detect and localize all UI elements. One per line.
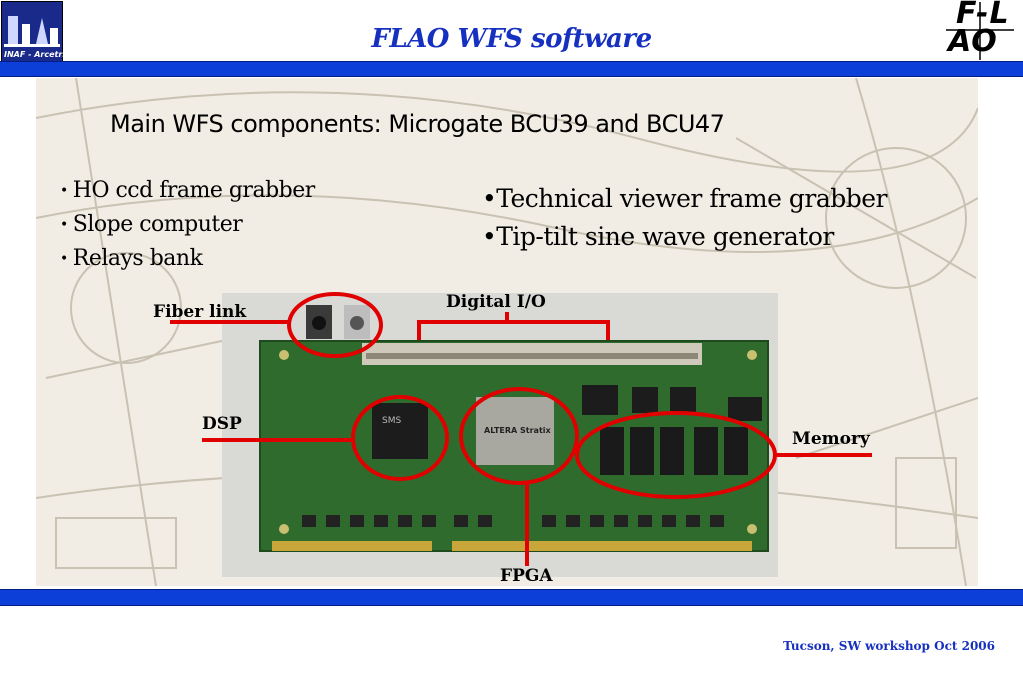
list-item: •Tip-tilt sine wave generator	[482, 222, 834, 251]
footer-bar	[0, 589, 1023, 606]
dsp-chip-mark: SMS	[382, 416, 401, 426]
bullet-dot: •	[60, 183, 68, 199]
memory-label: Memory	[792, 429, 870, 449]
inaf-logo-text: INAF - Arcetri	[4, 50, 66, 59]
digital-io-label: Digital I/O	[446, 292, 546, 312]
list-item: •HO ccd frame grabber	[60, 178, 315, 203]
list-item: •Relays bank	[60, 246, 203, 271]
list-item: •Technical viewer frame grabber	[482, 184, 888, 213]
flao-logo-top: F-L	[956, 0, 1010, 31]
bullet-dot: •	[60, 217, 68, 233]
header-bar	[0, 61, 1023, 77]
dsp-label: DSP	[202, 414, 242, 434]
slide-subtitle: Main WFS components: Microgate BCU39 and…	[110, 110, 725, 138]
bullet-dot: •	[60, 251, 68, 267]
flao-logo: F-L AO	[944, 0, 1016, 62]
fiber-link-label: Fiber link	[153, 302, 247, 322]
flao-logo-bottom: AO	[948, 24, 998, 59]
list-item: •Slope computer	[60, 212, 243, 237]
right-bullet-list: •Technical viewer frame grabber •Tip-til…	[482, 184, 888, 260]
left-bullet-list: •HO ccd frame grabber •Slope computer •R…	[60, 178, 315, 280]
inaf-arcetri-logo: INAF - Arcetri	[1, 1, 66, 63]
bcu-board-photo: SMS ALTERA Stratix	[222, 293, 778, 577]
fpga-label: FPGA	[500, 566, 553, 586]
fpga-chip-mark: ALTERA Stratix	[484, 426, 552, 435]
slide-title: FLAO WFS software	[371, 24, 652, 54]
footer-text: Tucson, SW workshop Oct 2006	[783, 639, 995, 653]
